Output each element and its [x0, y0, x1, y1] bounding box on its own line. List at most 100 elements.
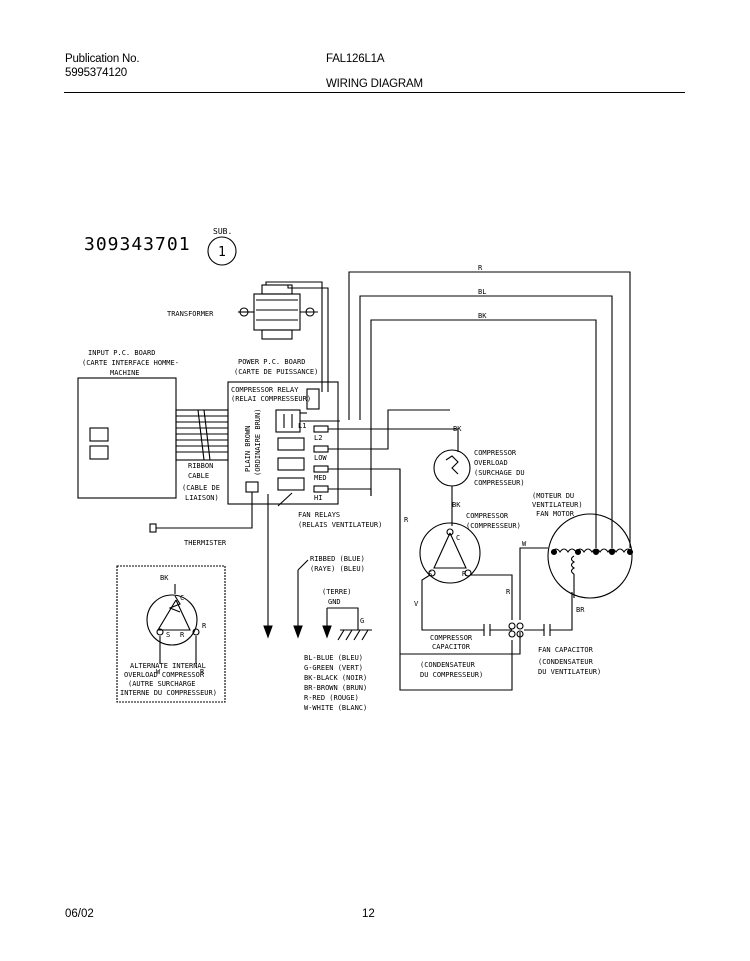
wire-label-bl: BL [478, 288, 486, 296]
compressor-line1: COMPRESSOR [466, 512, 509, 520]
sub-circle [207, 236, 237, 266]
transformer-symbol [238, 281, 329, 392]
alt-line4: INTERNE DU COMPRESSEUR) [120, 689, 217, 697]
wire-label-br: BR [576, 606, 585, 614]
down-arrows [263, 494, 332, 639]
fan-relays-line1: FAN RELAYS [298, 511, 340, 519]
footer-page: 12 [362, 908, 375, 920]
alt-r-bottom-label: R [200, 668, 205, 676]
wire-label-r: R [478, 264, 483, 272]
part-number: 309343701 [84, 234, 191, 255]
legend-w: W-WHITE (BLANC) [304, 704, 367, 712]
ribbon-cable [175, 409, 229, 461]
input-board-line3: MACHINE [110, 369, 140, 377]
ribbon-line1: RIBBON [188, 462, 213, 470]
relay-coil [306, 388, 320, 410]
cond-comp-line2: DU COMPRESSEUR) [420, 671, 483, 679]
compressor-line2: (COMPRESSEUR) [466, 522, 521, 530]
terminal-l2: L2 [314, 434, 322, 442]
sub-label: SUB. [213, 227, 232, 236]
terminal-med: MED [314, 474, 327, 482]
terminal-l1: L1 [298, 422, 306, 430]
wire-label-r-cap: R [506, 588, 511, 596]
relay-output-wires [300, 409, 521, 655]
wire-label-bk: BK [478, 312, 487, 320]
relay-line2: (RELAI COMPRESSEUR) [231, 395, 311, 403]
thermistor [149, 481, 259, 533]
power-board-line2: (CARTE DE PUISSANCE) [234, 368, 318, 376]
fan-motor-line2: VENTILATEUR) [532, 501, 583, 509]
alt-s-label: S [166, 631, 170, 639]
power-board-line1: POWER P.C. BOARD [238, 358, 305, 366]
fan-relays-line2: (RELAIS VENTILATEUR) [298, 521, 382, 529]
fan-motor-line1: (MOTEUR DU [532, 492, 574, 500]
cond-comp-line1: (CONDENSATEUR [420, 661, 476, 669]
compressor-c-label: C [456, 534, 460, 542]
thermister-label: THERMISTER [184, 539, 227, 547]
input-board-line1: INPUT P.C. BOARD [88, 349, 155, 357]
overload-line4: COMPRESSEUR) [474, 479, 525, 487]
input-board-line2: (CARTE INTERFACE HOMME- [82, 359, 179, 367]
terminal-hi: HI [314, 494, 322, 502]
legend-r: R-RED (ROUGE) [304, 694, 359, 702]
fan-cap-line1: FAN CAPACITOR [538, 646, 594, 654]
fan-capacitor [399, 592, 573, 691]
fan-cap-line2: (CONDENSATEUR [538, 658, 594, 666]
alternate-compressor-symbol [146, 584, 200, 664]
ribbed-line2: (RAYE) (BLEU) [310, 565, 365, 573]
alternate-box [116, 565, 226, 703]
gnd-label: GND [328, 598, 341, 606]
ribbon-line4: LIAISON) [185, 494, 219, 502]
terre-label: (TERRE) [322, 588, 352, 596]
comp-cap-line2: CAPACITOR [432, 643, 471, 651]
alt-c-label: C [180, 594, 184, 602]
compressor-s-label: S [428, 570, 432, 578]
input-board [77, 377, 177, 499]
wire-label-w: W [522, 540, 527, 548]
ribbed-pointer [297, 559, 309, 571]
footer-date: 06/02 [65, 908, 94, 920]
alt-line3: (AUTRE SURCHARGE [128, 680, 195, 688]
alt-line2: OVERLOAD COMPRESSOR [124, 671, 205, 679]
overload-line2: OVERLOAD [474, 459, 508, 467]
fan-motor-symbol [547, 513, 634, 599]
alt-r-outer-label: R [202, 622, 207, 630]
header-rule [64, 92, 685, 93]
wire-label-v: V [414, 600, 419, 608]
power-board [227, 381, 339, 505]
publication-label: Publication No. [65, 53, 140, 65]
alt-w-label: W [156, 668, 161, 676]
ground-symbol [327, 607, 372, 641]
relay-line1: COMPRESSOR RELAY [231, 386, 299, 394]
alt-bk-label: BK [160, 574, 169, 582]
relay-contacts [275, 409, 305, 491]
terminal-low: LOW [314, 454, 327, 462]
sub-number: 1 [218, 245, 226, 260]
wire-label-r-comp: R [404, 516, 409, 524]
plain-brown-line1: PLAIN BROWN [244, 426, 252, 472]
compressor-bk-label: BK [452, 501, 461, 509]
alt-r-label: R [180, 631, 185, 639]
plain-brown-line2: (ORDINAIRE BRUN) [254, 409, 262, 476]
model-number: FAL126L1A [326, 53, 385, 65]
overload-line1: COMPRESSOR [474, 449, 517, 457]
publication-number: 5995374120 [65, 67, 127, 79]
legend-bk: BK-BLACK (NOIR) [304, 674, 367, 682]
ribbon-line2: CABLE [188, 472, 209, 480]
wire-label-g: G [360, 617, 364, 625]
ribbed-line1: RIBBED (BLUE) [310, 555, 365, 563]
legend-bl: BL-BLUE (BLEU) [304, 654, 363, 662]
transformer-label: TRANSFORMER [167, 310, 214, 318]
connector-block [508, 622, 524, 638]
fan-motor-line3: FAN MOTOR [536, 510, 575, 518]
fan-cap-line3: DU VENTILATEUR) [538, 668, 601, 676]
alt-line1: ALTERNATE INTERNAL [130, 662, 206, 670]
fan-relay-pointer [277, 492, 293, 507]
compressor-symbol [419, 522, 481, 584]
compressor-r-label: R [462, 570, 467, 578]
page-title: WIRING DIAGRAM [326, 78, 423, 90]
legend-g: G-GREEN (VERT) [304, 664, 363, 672]
comp-cap-line1: COMPRESSOR [430, 634, 473, 642]
overload-line3: (SURCHAGE DU [474, 469, 525, 477]
